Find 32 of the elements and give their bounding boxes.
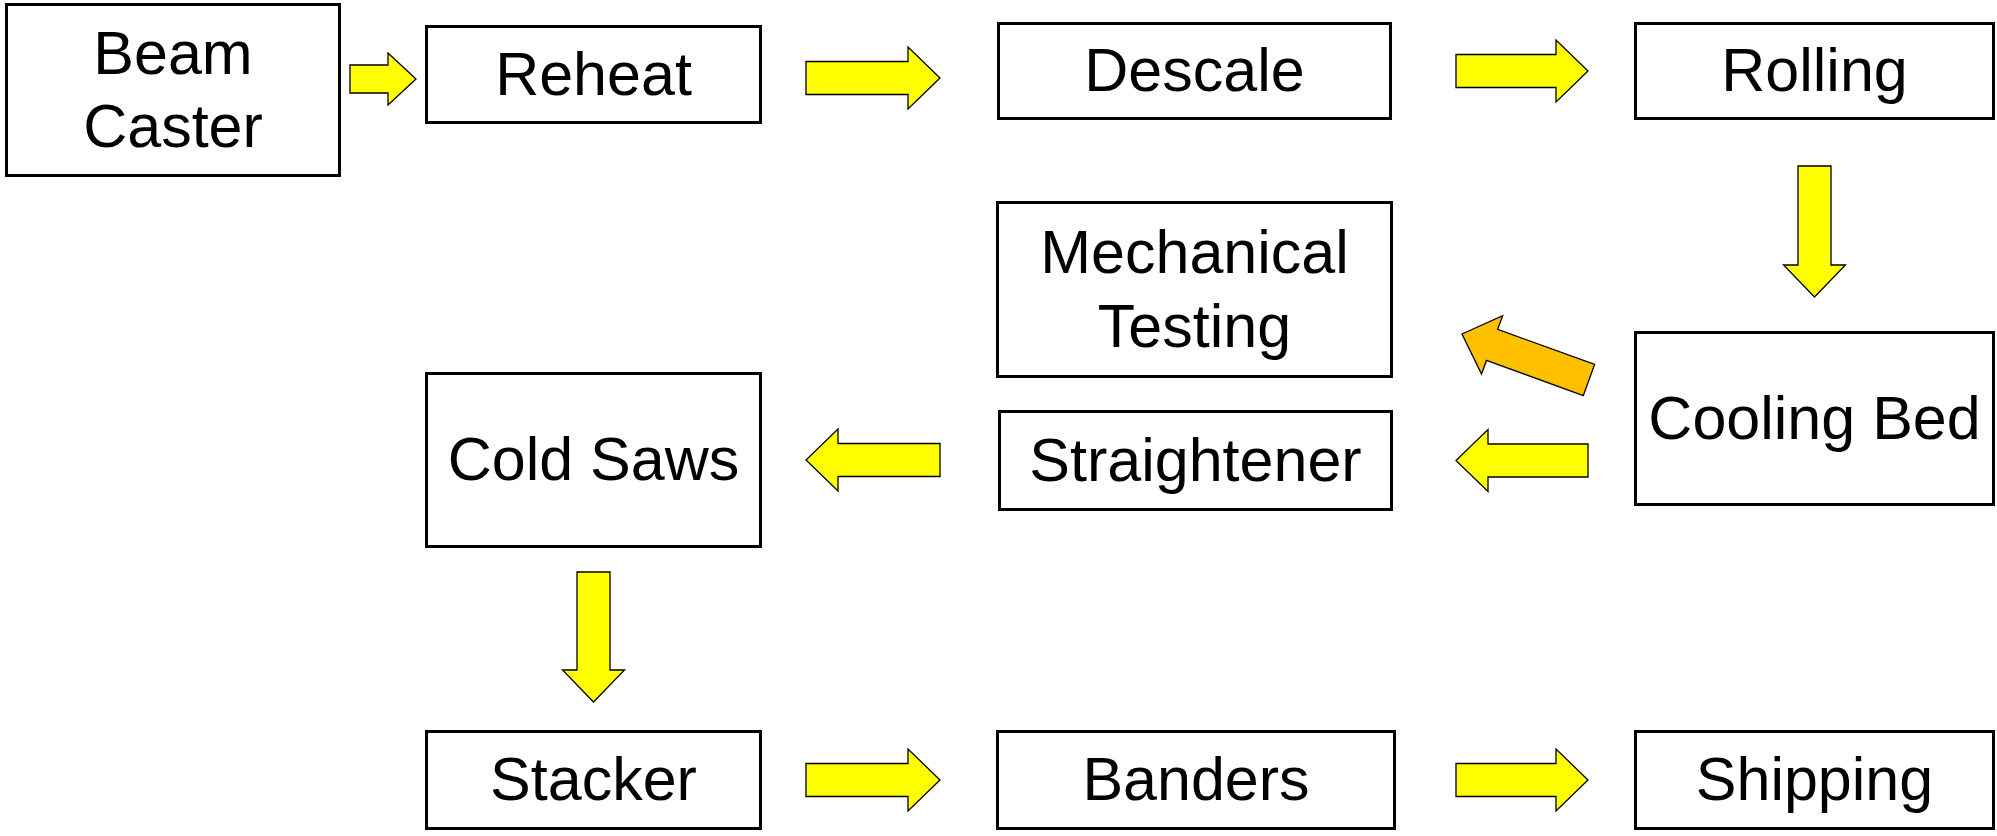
process-box xyxy=(996,201,1393,378)
node-label: Banders xyxy=(1082,744,1310,816)
process-box xyxy=(5,3,341,177)
process-box xyxy=(1634,730,1995,830)
process-box xyxy=(1634,331,1995,506)
block-arrow xyxy=(349,51,417,107)
process-box xyxy=(996,730,1396,830)
block-arrow xyxy=(805,427,941,493)
node-label: Beam Caster xyxy=(82,17,264,162)
node-label: Shipping xyxy=(1695,744,1934,816)
process-box xyxy=(425,730,762,830)
node-label: Descale xyxy=(1084,35,1305,107)
node-label: Straightener xyxy=(1029,424,1362,496)
node-label: Mechanical Testing xyxy=(1039,217,1350,362)
node-label: Cooling Bed xyxy=(1648,382,1981,454)
process-box xyxy=(1634,22,1995,120)
block-arrow xyxy=(1781,165,1848,298)
node-label: Rolling xyxy=(1721,35,1908,107)
process-box xyxy=(425,372,762,548)
block-arrow xyxy=(1455,747,1589,813)
block-arrow xyxy=(1455,38,1589,104)
block-arrow xyxy=(805,45,941,111)
block-arrow xyxy=(560,571,627,703)
process-box xyxy=(425,25,762,124)
block-arrow xyxy=(805,747,941,813)
node-label: Stacker xyxy=(490,744,697,816)
node-label: Cold Saws xyxy=(447,424,740,496)
node-label: Reheat xyxy=(495,38,692,110)
process-box xyxy=(998,410,1393,511)
block-arrow xyxy=(1461,314,1596,397)
process-box xyxy=(997,22,1392,120)
block-arrow xyxy=(1455,427,1589,494)
